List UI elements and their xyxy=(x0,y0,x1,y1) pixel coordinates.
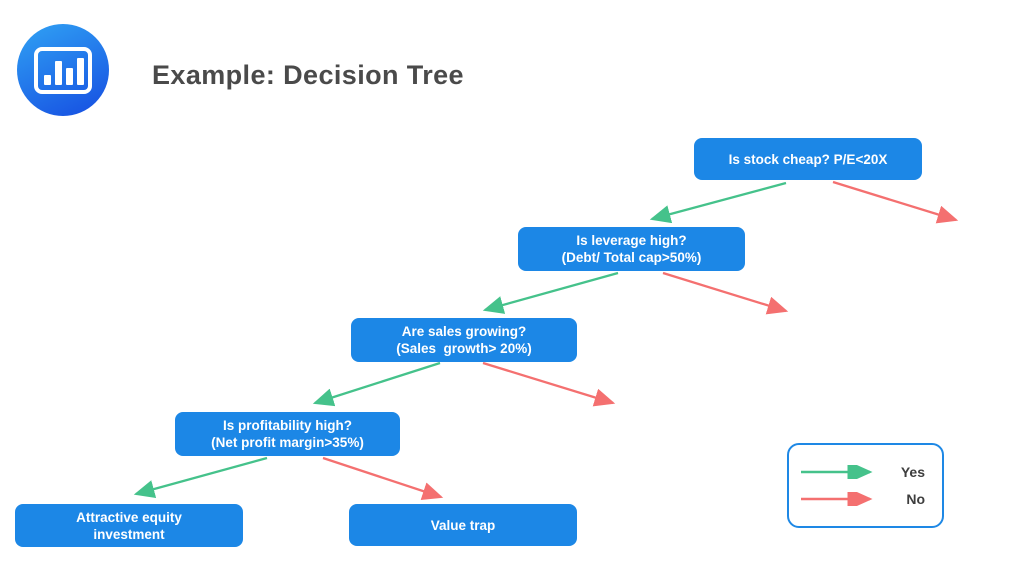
edge-q2-yes-arrow xyxy=(482,271,619,314)
logo xyxy=(17,24,109,116)
node-q2: Is leverage high? (Debt/ Total cap>50%) xyxy=(518,227,745,271)
page-title: Example: Decision Tree xyxy=(152,60,464,90)
node-outcome-value-trap: Value trap xyxy=(349,504,577,546)
node-q4: Is profitability high? (Net profit margi… xyxy=(175,412,400,456)
edge-q2-no-arrow xyxy=(662,271,789,315)
edge-q1-yes-arrow xyxy=(649,181,787,224)
legend-row-yes: Yes xyxy=(800,464,925,480)
edge-q1-no-arrow xyxy=(832,180,959,224)
legend-row-no: No xyxy=(800,491,925,507)
edge-q4-yes-arrow xyxy=(133,456,268,498)
node-q1: Is stock cheap? P/E<20X xyxy=(694,138,922,180)
legend: Yes No xyxy=(787,443,944,528)
node-q3: Are sales growing? (Sales growth> 20%) xyxy=(351,318,577,362)
no-arrow-icon xyxy=(801,492,873,506)
node-outcome-attractive: Attractive equity investment xyxy=(15,504,243,547)
edge-q4-no-arrow xyxy=(322,456,444,500)
legend-yes-label: Yes xyxy=(900,464,925,480)
bar-chart-icon xyxy=(34,46,92,94)
edge-q3-yes-arrow xyxy=(312,361,441,407)
edge-q3-no-arrow xyxy=(482,361,616,407)
legend-no-label: No xyxy=(906,491,925,507)
yes-arrow-icon xyxy=(801,465,873,479)
